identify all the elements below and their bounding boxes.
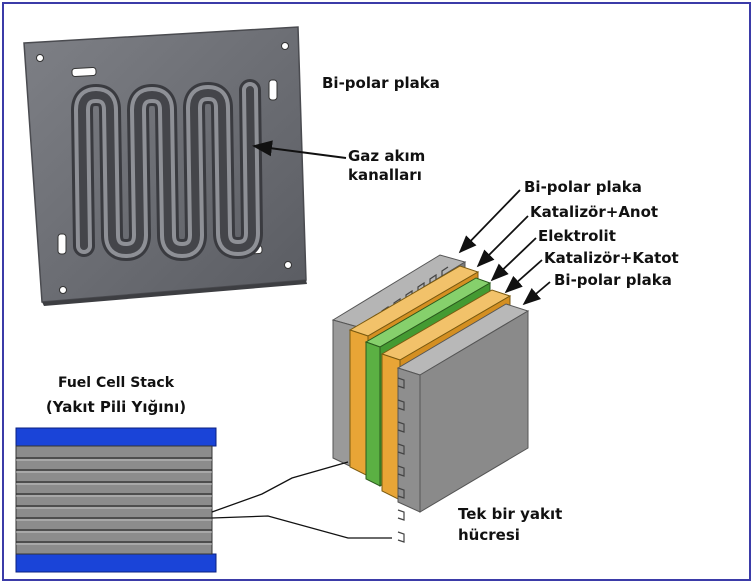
stack-title-line1: Fuel Cell Stack <box>57 375 175 391</box>
label-layer-bipolar-top: Bi-polar plaka <box>524 178 642 196</box>
label-bipolar-plate-photo: Bi-polar plaka <box>322 74 440 92</box>
label-layer-electrolyte: Elektrolit <box>538 227 616 245</box>
label-layer-catalyst-cathode: Katalizör+Katot <box>544 249 679 267</box>
label-layer-bipolar-bottom: Bi-polar plaka <box>554 271 672 289</box>
label-layer-catalyst-anode: Katalizör+Anot <box>530 203 659 221</box>
gas-flow-channels <box>71 79 263 261</box>
fuel-cell-stack <box>15 427 217 573</box>
stack-bottom-endplate <box>15 553 217 573</box>
zoom-callout-lines <box>211 461 392 539</box>
label-gas-channels-line1: Gaz akım <box>348 147 426 165</box>
exploded-cell <box>331 254 530 543</box>
gas-channels-arrow <box>252 140 347 159</box>
bipolar-plate-front <box>396 303 530 543</box>
label-single-cell-line2: hücresi <box>458 526 520 544</box>
stack-top-endplate <box>15 427 217 447</box>
label-gas-channels-line2: kanalları <box>348 166 422 184</box>
stack-title-line2: (Yakıt Pili Yığını) <box>45 398 187 416</box>
bipolar-plate-photo <box>23 26 307 306</box>
stack-cell-lines <box>16 457 212 543</box>
label-single-cell-line1: Tek bir yakıt <box>458 505 563 523</box>
layer-arrows <box>458 189 551 306</box>
